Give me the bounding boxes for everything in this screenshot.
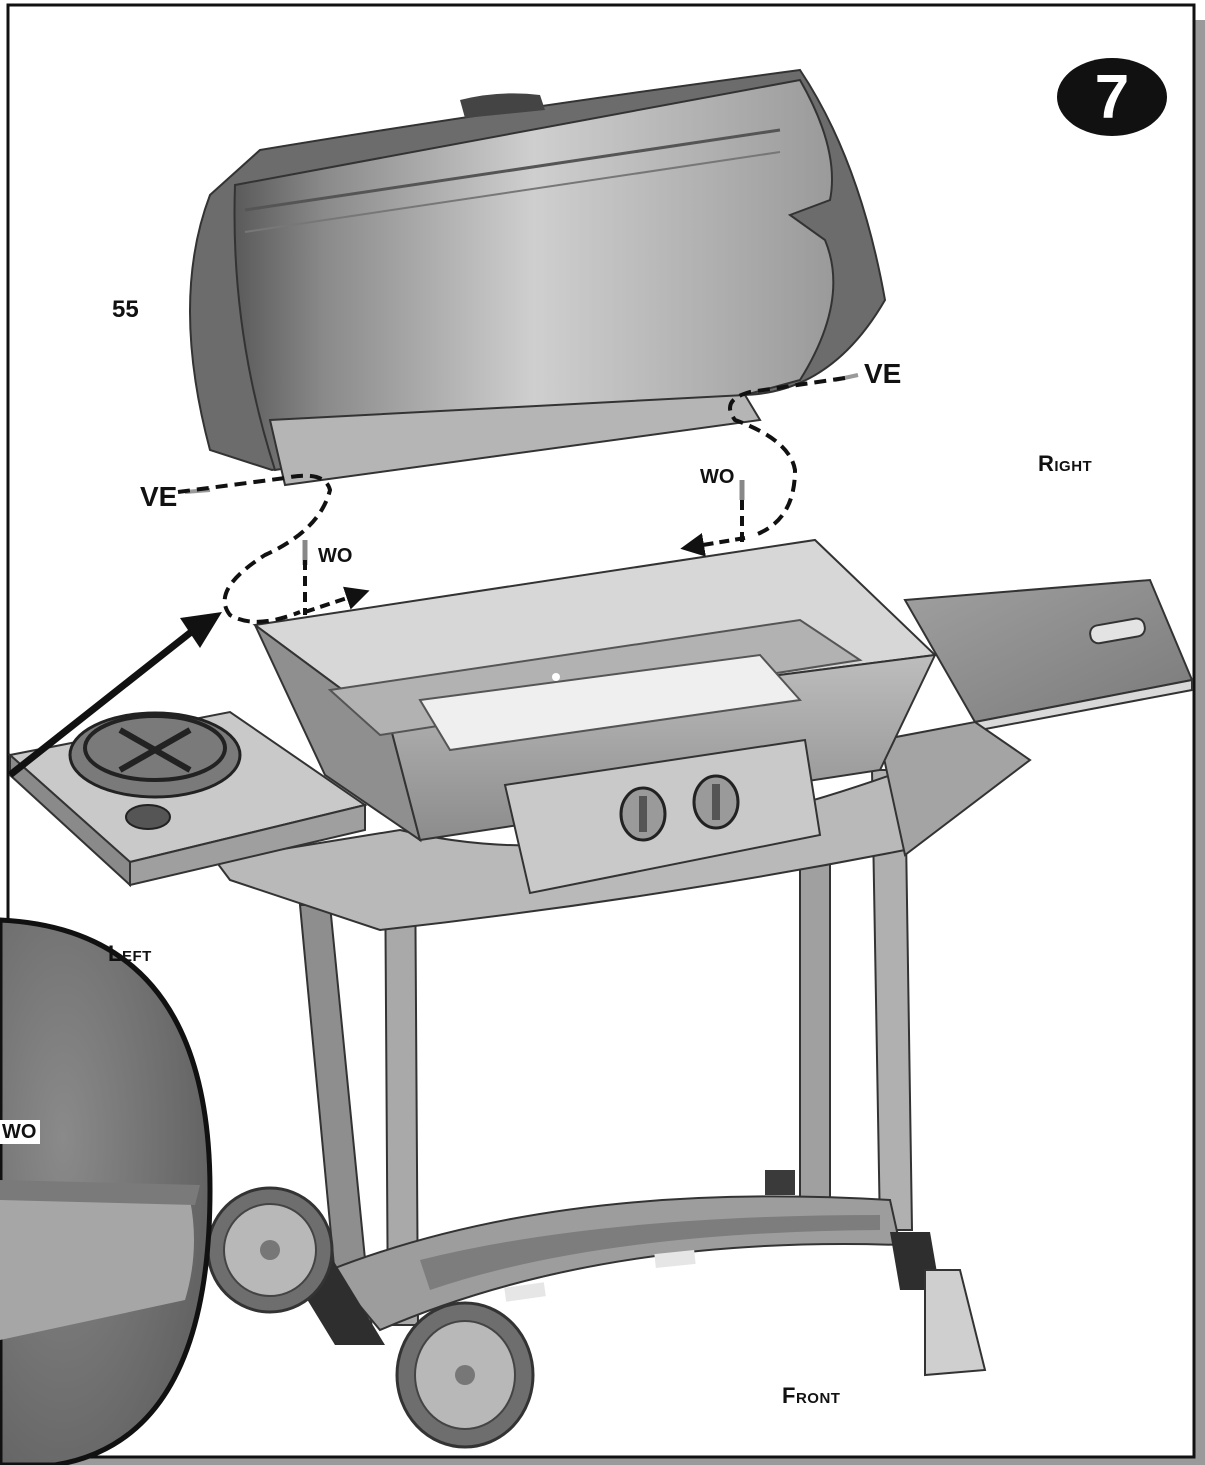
right-side-shelf: [878, 578, 1194, 857]
label-ve-left: VE: [140, 481, 178, 512]
hardware-callouts: [7, 373, 859, 778]
pointer-arrow: [7, 622, 203, 778]
step-number-badge: 7: [1057, 58, 1167, 136]
label-wo-right: WO: [700, 466, 735, 488]
label-wo-zoom: WO: [0, 1120, 41, 1144]
label-wo-left: WO: [318, 545, 353, 567]
lid-part-55: [189, 68, 887, 487]
direction-front-label: Front: [782, 1383, 841, 1408]
part-number-lid: 55: [112, 296, 139, 323]
shelf-handle-slot: [1089, 617, 1146, 645]
direction-left-label: Left: [108, 941, 152, 966]
side-burner: [68, 711, 242, 799]
zoom-detail: [0, 917, 213, 1465]
direction-right-label: Right: [1038, 451, 1093, 476]
wheel-front: [395, 1301, 535, 1449]
wheel-back: [206, 1186, 334, 1314]
control-panel: [503, 738, 822, 895]
side-burner-knob: [125, 804, 171, 830]
firebox: [252, 538, 938, 843]
left-side-shelf: [7, 710, 368, 888]
dashed-path-right: [728, 376, 846, 537]
dashed-arrow-right: [680, 533, 746, 557]
dashed-arrow-left: [304, 586, 370, 614]
burner-knob-right: [692, 774, 740, 830]
dashed-path-left: [177, 473, 333, 624]
burner-knob-left: [619, 786, 667, 842]
label-ve-right: VE: [864, 358, 902, 389]
